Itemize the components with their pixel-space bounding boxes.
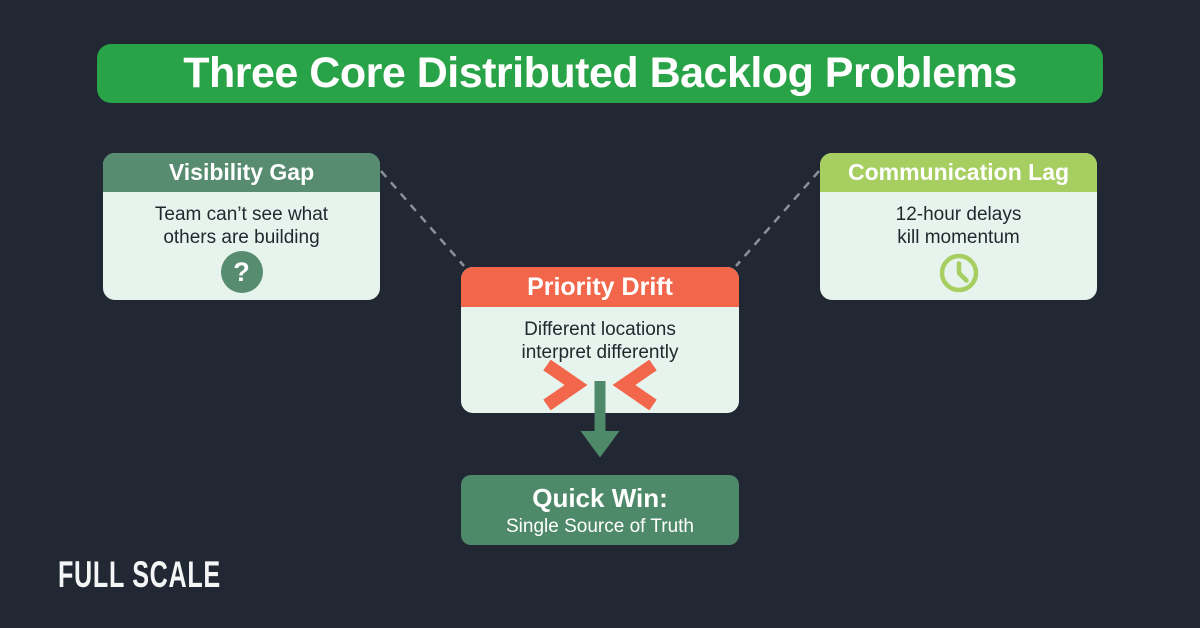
card-visibility-gap-title: Visibility Gap <box>168 159 315 185</box>
quick-win-box: Quick Win: Single Source of Truth <box>461 475 739 545</box>
card-communication-lag: Communication Lag 12-hour delays kill mo… <box>820 153 1097 300</box>
page-title: Three Core Distributed Backlog Problems <box>183 49 1017 97</box>
card-priority-drift-line2: interpret differently <box>521 342 679 363</box>
card-communication-lag-title: Communication Lag <box>847 159 1070 185</box>
card-priority-drift-title: Priority Drift <box>527 272 673 301</box>
dashed-connector-right <box>735 170 820 267</box>
clock-icon <box>937 251 981 300</box>
card-visibility-gap-line2: others are building <box>163 227 320 248</box>
card-communication-lag-line1: 12-hour delays <box>895 204 1022 225</box>
dashed-connector-left <box>380 170 465 267</box>
quick-win-title: Quick Win: <box>532 482 668 513</box>
fullscale-logo: FULL SCALE <box>58 554 221 595</box>
question-mark-icon: ? <box>220 251 263 293</box>
card-visibility-gap: Visibility Gap Team can’t see what other… <box>103 153 380 300</box>
card-communication-lag-header: Communication Lag <box>820 153 1097 192</box>
question-mark-glyph: ? <box>233 256 250 287</box>
card-priority-drift-line1: Different locations <box>524 319 676 340</box>
card-visibility-gap-body: Team can’t see what others are building <box>103 192 380 249</box>
quick-win-subtitle: Single Source of Truth <box>506 515 694 537</box>
title-banner: Three Core Distributed Backlog Problems <box>97 44 1103 103</box>
card-communication-lag-line2: kill momentum <box>897 227 1020 248</box>
card-visibility-gap-header: Visibility Gap <box>103 153 380 192</box>
card-priority-drift: Priority Drift Different locations inter… <box>461 267 739 413</box>
card-priority-drift-body: Different locations interpret differentl… <box>461 307 739 364</box>
card-communication-lag-body: 12-hour delays kill momentum <box>820 192 1097 249</box>
card-visibility-gap-line1: Team can’t see what <box>154 204 329 225</box>
card-priority-drift-header: Priority Drift <box>461 267 739 307</box>
